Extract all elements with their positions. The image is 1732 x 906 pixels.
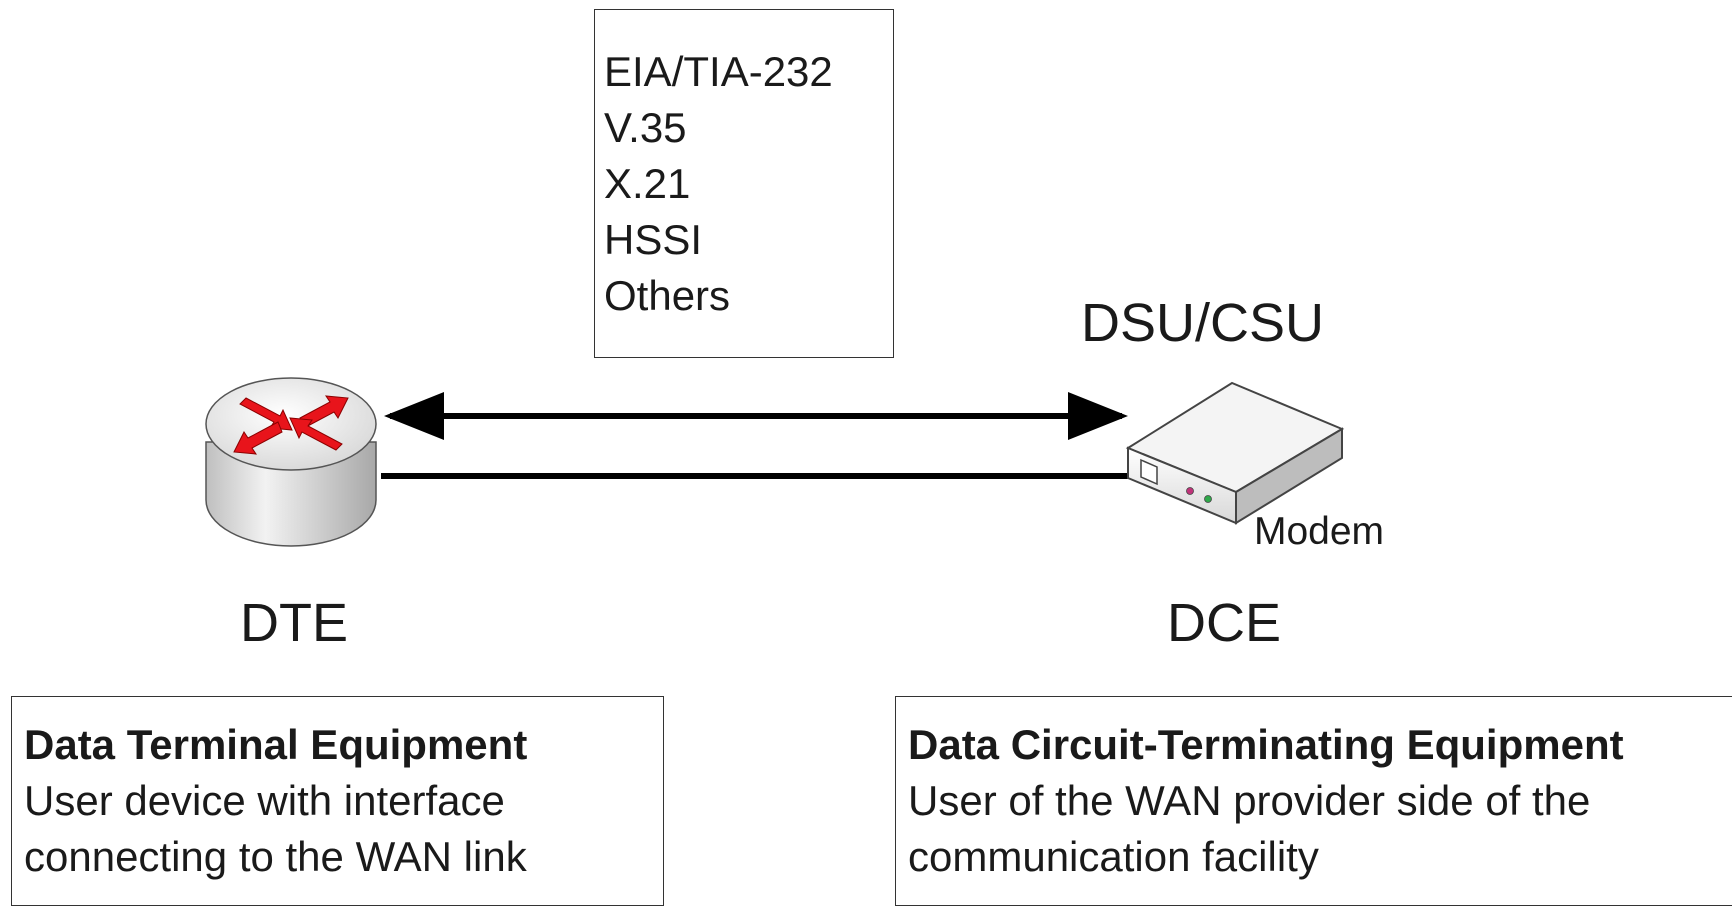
dce-label: DCE xyxy=(1167,593,1282,653)
standard-item: HSSI xyxy=(604,216,703,263)
dce-description-line: User of the WAN provider side of the xyxy=(908,777,1591,824)
standard-item: X.21 xyxy=(604,160,691,207)
dce-description-box: Data Circuit-Terminating Equipment User … xyxy=(895,696,1732,906)
dte-description-line: User device with interface xyxy=(24,777,505,824)
standard-item: Others xyxy=(604,272,731,319)
modem-icon xyxy=(1125,381,1345,525)
modem-label: Modem xyxy=(1254,510,1385,553)
standard-item: V.35 xyxy=(604,104,687,151)
dce-description-line: communication facility xyxy=(908,833,1319,880)
dte-description-title: Data Terminal Equipment xyxy=(24,721,528,768)
standard-item: EIA/TIA-232 xyxy=(604,48,833,95)
dce-description-title: Data Circuit-Terminating Equipment xyxy=(908,721,1624,768)
interface-standards-box: EIA/TIA-232 V.35 X.21 HSSI Others xyxy=(594,9,894,358)
dte-label: DTE xyxy=(240,593,348,653)
router-icon xyxy=(205,377,377,547)
dsu-csu-label: DSU/CSU xyxy=(1081,293,1325,353)
dte-description-box: Data Terminal Equipment User device with… xyxy=(11,696,664,906)
dte-description-line: connecting to the WAN link xyxy=(24,833,527,880)
